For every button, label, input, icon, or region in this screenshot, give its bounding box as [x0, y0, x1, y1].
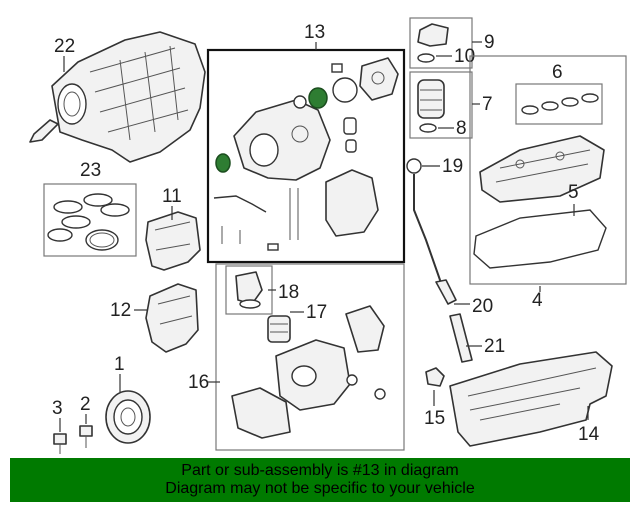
callout-8[interactable]: 8 — [456, 118, 467, 139]
callout-6[interactable]: 6 — [552, 62, 563, 83]
part-13-box — [206, 48, 406, 264]
part-9-filler-cap[interactable] — [417, 23, 449, 63]
part-7-filter-element[interactable] — [417, 79, 445, 133]
callout-23[interactable]: 23 — [80, 160, 101, 181]
part-6-box — [515, 83, 603, 125]
callout-4[interactable]: 4 — [532, 290, 543, 311]
callout-14[interactable]: 14 — [578, 424, 600, 445]
callout-12[interactable]: 12 — [110, 300, 131, 321]
callout-20[interactable]: 20 — [472, 296, 493, 317]
part-11-timing-cover[interactable] — [145, 211, 201, 271]
part-17-filter[interactable] — [267, 315, 291, 343]
callout-19[interactable]: 19 — [442, 156, 463, 177]
part-13-small-parts[interactable] — [213, 57, 399, 251]
callout-15[interactable]: 15 — [424, 408, 445, 429]
callout-17[interactable]: 17 — [306, 302, 327, 323]
part-23-gasket-set[interactable] — [43, 183, 137, 257]
notice-line-1: Part or sub-assembly is #13 in diagram — [181, 462, 459, 479]
part-9-box — [409, 17, 473, 69]
callout-18[interactable]: 18 — [278, 282, 299, 303]
part-22-intake-manifold[interactable] — [29, 31, 206, 163]
part-21-tube-extension[interactable] — [449, 313, 473, 363]
callout-9[interactable]: 9 — [484, 32, 495, 53]
part-4-valve-cover[interactable] — [479, 135, 605, 203]
notice-line-2: Diagram may not be specific to your vehi… — [165, 480, 475, 497]
part-5-valve-cover-gasket[interactable] — [473, 209, 607, 269]
part-16-adapter-housing[interactable] — [231, 305, 386, 439]
part-14-oil-pan[interactable] — [449, 351, 613, 447]
part-4-box — [469, 55, 627, 285]
part-12-front-cover[interactable] — [145, 283, 199, 353]
part-3-bolt[interactable] — [53, 433, 67, 454]
part-1-balancer[interactable] — [105, 390, 151, 444]
callout-1[interactable]: 1 — [114, 354, 125, 375]
callout-13[interactable]: 13 — [304, 22, 325, 43]
part-6-seals[interactable] — [521, 93, 599, 115]
callout-7[interactable]: 7 — [482, 94, 493, 115]
callout-5[interactable]: 5 — [568, 182, 579, 203]
part-7-box — [409, 71, 473, 139]
callout-11[interactable]: 11 — [162, 186, 182, 207]
callout-21[interactable]: 21 — [484, 336, 505, 357]
part-15-drain-plug[interactable] — [425, 367, 445, 387]
part-13-seal-highlight[interactable] — [215, 87, 328, 173]
part-20-dipstick-tube[interactable] — [435, 279, 457, 305]
callout-22[interactable]: 22 — [54, 36, 75, 57]
part-2-bolt[interactable] — [79, 425, 93, 448]
notice-banner: Part or sub-assembly is #13 in diagram D… — [10, 458, 630, 502]
callout-16[interactable]: 16 — [188, 372, 209, 393]
callout-3[interactable]: 3 — [52, 398, 63, 419]
part-19-dipstick[interactable] — [406, 158, 449, 301]
callout-2[interactable]: 2 — [80, 394, 91, 415]
part-13-oil-pump-housing[interactable] — [233, 99, 331, 181]
part-16-box — [215, 263, 405, 451]
part-18-filter-cap[interactable] — [235, 271, 263, 309]
